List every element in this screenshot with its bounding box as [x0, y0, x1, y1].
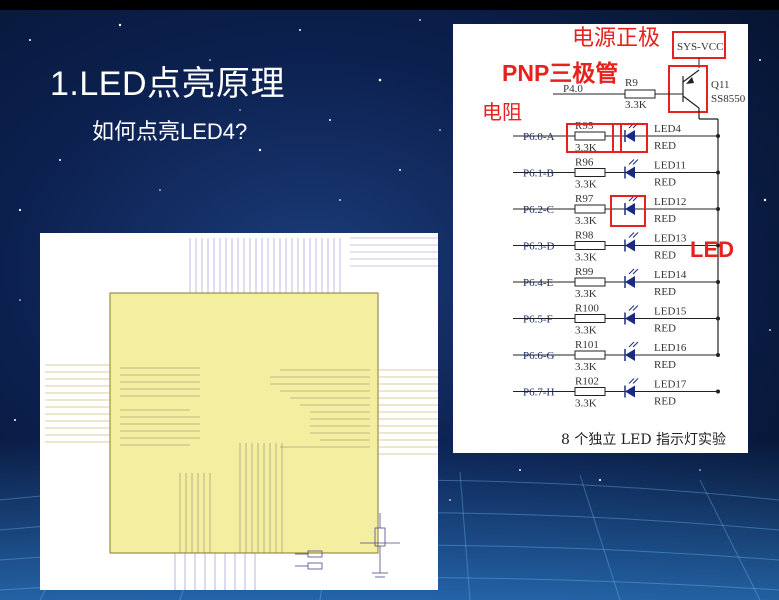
- led4-highlight-box: [612, 123, 648, 153]
- channel-resistor: [574, 241, 606, 250]
- channel-net-label: P6.2-C: [523, 204, 554, 216]
- channel-net-label: P6.7-H: [523, 387, 555, 399]
- transistor-highlight-box: [668, 65, 708, 113]
- channel-resistor-value: 3.3K: [575, 215, 597, 227]
- schematic-caption: 8 个独立 LED 指示灯实验: [561, 432, 726, 448]
- led-ref: LED17: [654, 379, 687, 391]
- channel-net-label: P6.6-G: [523, 350, 555, 362]
- led-light-arrow-icon: [628, 268, 635, 275]
- channel-resistor-value: 3.3K: [575, 361, 597, 373]
- channel-resistor-ref: R95: [575, 120, 594, 132]
- annotation-led: LED: [690, 237, 734, 262]
- led-light-arrow-icon: [628, 378, 635, 384]
- led-ref: LED14: [654, 269, 687, 281]
- channel-net-label: P6.0-A: [523, 131, 555, 143]
- led12-highlight-box: [610, 195, 646, 227]
- junction-dot: [716, 170, 720, 175]
- junction-dot: [716, 134, 720, 138]
- channel-net-label: P6.1-B: [523, 168, 554, 180]
- led-light-arrow-icon: [632, 232, 639, 238]
- led-diode-icon: [625, 130, 635, 142]
- led-diode-icon: [625, 166, 635, 179]
- led-color: RED: [654, 323, 676, 335]
- channel-resistor-value: 3.3K: [575, 252, 597, 264]
- led-diode-icon: [625, 276, 635, 288]
- channel-resistor: [574, 350, 606, 360]
- led-color: RED: [654, 359, 676, 371]
- channel-resistor-ref: R101: [575, 339, 599, 351]
- channel-resistor: [574, 168, 606, 177]
- pnp-transistor-symbol: [682, 69, 719, 354]
- annotation-pnp-transistor: PNP三极管: [502, 60, 619, 86]
- junction-dot: [716, 243, 720, 248]
- led-color: RED: [654, 250, 676, 262]
- base-resistor-value: 3.3K: [625, 99, 647, 111]
- led-schematic-drawing: SYS-VCC Q11 SS8550 P4.0 R9 3.3K P6.0-A R9…: [513, 31, 746, 410]
- channel-resistor-value: 3.3K: [575, 325, 597, 337]
- led-light-arrow-icon: [628, 159, 635, 165]
- junction-dot: [716, 316, 720, 321]
- channel-resistor-value: 3.3K: [575, 288, 597, 300]
- transistor-ref: Q11: [711, 79, 730, 91]
- base-resistor-ref: R9: [625, 77, 638, 89]
- led-ref: LED15: [654, 306, 687, 318]
- led-color: RED: [654, 213, 676, 225]
- channel-net-label: P6.4-E: [523, 277, 554, 289]
- led-light-arrow-icon: [628, 341, 635, 348]
- led-schematic-image: SYS-VCC Q11 SS8550 P4.0 R9 3.3K P6.0-A R9…: [453, 24, 748, 453]
- channel-resistor: [574, 277, 606, 287]
- annotation-resistor: 电阻: [482, 102, 522, 124]
- junction-dot: [716, 207, 720, 211]
- led-light-arrow-icon: [632, 341, 639, 348]
- led-diode-icon: [625, 239, 635, 252]
- mcu-schematic-drawing: [45, 237, 438, 590]
- led-diode-icon: [625, 312, 635, 325]
- led-ref: LED16: [654, 342, 687, 354]
- channel-resistor: [574, 387, 606, 396]
- channel-resistor-ref: R99: [575, 266, 594, 278]
- channel-resistor-ref: R102: [575, 376, 599, 388]
- transistor-part: SS8550: [711, 93, 746, 105]
- led-light-arrow-icon: [628, 232, 635, 238]
- led-ref: LED12: [654, 196, 686, 208]
- channel-resistor: [574, 314, 606, 323]
- channel-resistor-value: 3.3K: [575, 179, 597, 191]
- channel-net-label: P6.5-F: [523, 314, 553, 326]
- led-color: RED: [654, 286, 676, 298]
- led-color: RED: [654, 396, 676, 408]
- channel-resistor-ref: R96: [575, 157, 594, 169]
- led-ref: LED11: [654, 160, 686, 172]
- vcc-label: SYS-VCC: [677, 41, 723, 53]
- channel-resistor-value: 3.3K: [575, 398, 597, 410]
- led-diode-icon: [625, 385, 635, 398]
- led-ref: LED13: [654, 233, 687, 245]
- channel-resistor: [574, 204, 606, 214]
- led-channels: P6.0-AR953.3KLED4REDP6.1-BR963.3KLED11RE…: [513, 120, 720, 410]
- channel-resistor-ref: R100: [575, 303, 599, 315]
- junction-dot: [716, 353, 720, 357]
- slide-title: 1.LED点亮原理: [50, 65, 285, 103]
- channel-resistor: [574, 131, 606, 141]
- led-light-arrow-icon: [632, 159, 639, 165]
- led-light-arrow-icon: [632, 305, 639, 311]
- channel-resistor-ref: R98: [575, 230, 594, 242]
- led-diode-icon: [625, 349, 635, 361]
- slide-subtitle: 如何点亮LED4?: [92, 119, 248, 144]
- led-diode-icon: [625, 203, 635, 215]
- top-black-bar: [0, 0, 779, 10]
- led-ref: LED4: [654, 123, 681, 135]
- led-light-arrow-icon: [628, 305, 635, 311]
- mcu-schematic-image: [40, 233, 438, 590]
- channel-net-label: P6.3-D: [523, 241, 555, 253]
- resistor-highlight-box: [566, 123, 622, 153]
- led-light-arrow-icon: [632, 378, 639, 384]
- base-net-label: P4.0: [563, 83, 583, 95]
- channel-resistor-ref: R97: [575, 193, 594, 205]
- led-light-arrow-icon: [632, 268, 639, 275]
- junction-dot: [716, 389, 720, 394]
- led-color: RED: [654, 177, 676, 189]
- junction-dot: [716, 280, 720, 284]
- annotation-power-positive: 电源正极: [572, 25, 661, 50]
- led-color: RED: [654, 140, 676, 152]
